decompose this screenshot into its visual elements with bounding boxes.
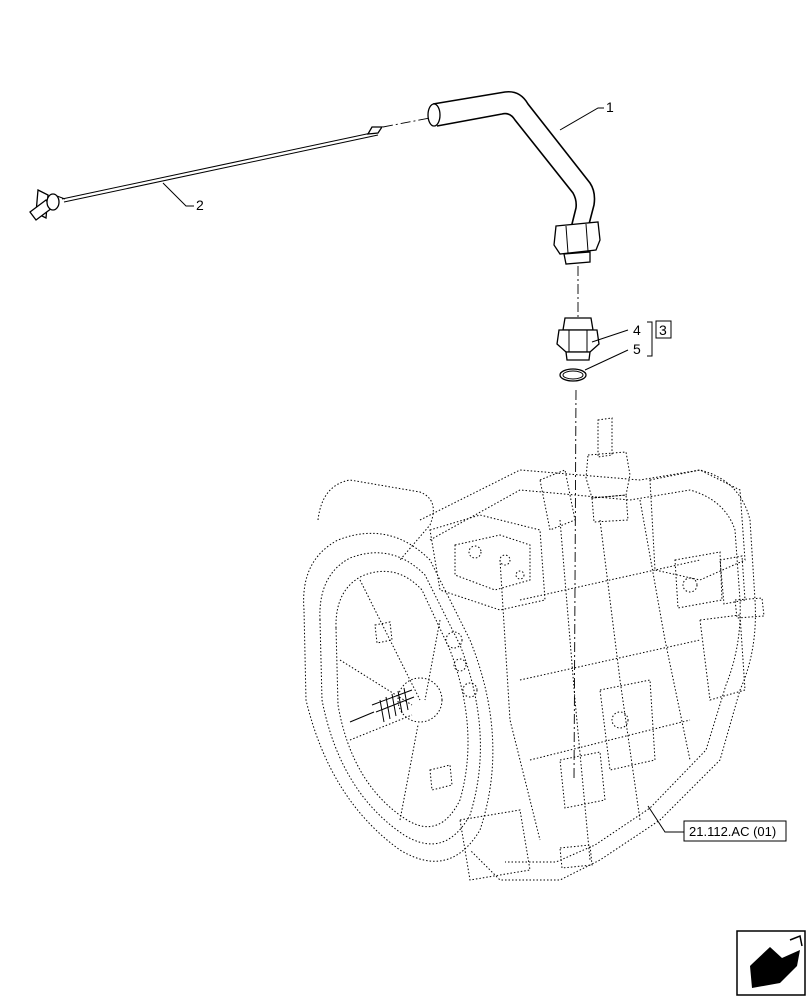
alignment-line — [382, 117, 431, 128]
reference-label[interactable]: 21.112.AC (01) — [689, 824, 776, 839]
adapter-fitting — [556, 317, 600, 361]
o-ring — [559, 368, 587, 382]
callout-2: 2 — [196, 197, 204, 213]
leader-lines — [162, 107, 684, 833]
callout-3: 3 — [659, 322, 667, 338]
transmission-outline — [303, 417, 765, 881]
dipstick-tube — [427, 90, 601, 265]
callout-4: 4 — [633, 322, 641, 338]
callout-5: 5 — [633, 341, 641, 357]
reference-box[interactable] — [683, 820, 787, 842]
callout-1: 1 — [606, 99, 614, 115]
center-line-lower — [573, 389, 577, 781]
dipstick — [29, 126, 384, 221]
arrow-back-icon[interactable] — [736, 930, 806, 996]
kit-box — [655, 320, 672, 339]
